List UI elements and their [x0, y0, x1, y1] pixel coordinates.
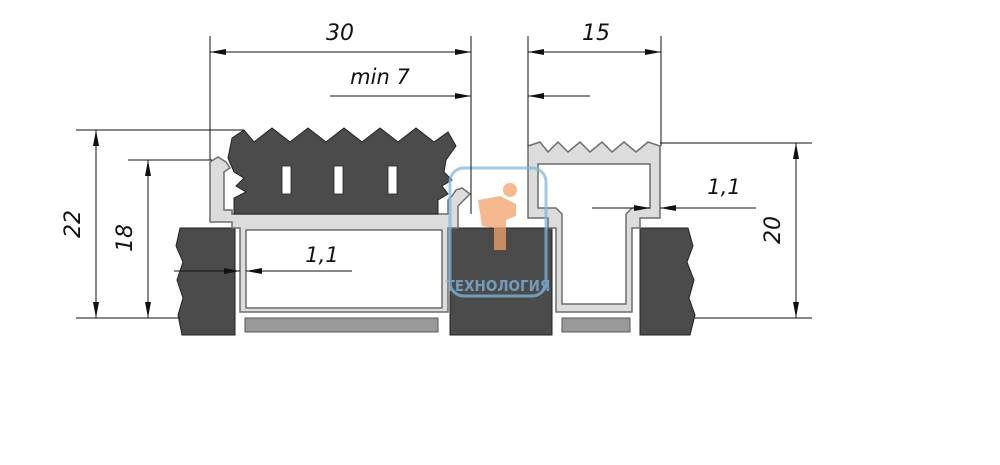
insert-slot-2	[333, 165, 344, 195]
dim-label-wall-right: 1,1	[707, 175, 740, 199]
aluminum-cavity-left	[245, 229, 443, 309]
dim-label-wall-left: 1,1	[305, 243, 338, 267]
watermark-logo: ТЕХНОЛОГИЯ	[446, 166, 551, 298]
aluminum-cavity-right	[537, 163, 651, 305]
dim-label-18: 18	[113, 224, 138, 252]
base-strip-right	[561, 317, 631, 333]
base-strip-left	[244, 317, 439, 333]
dim-label-22: 22	[61, 210, 86, 238]
dim-label-15: 15	[582, 21, 610, 46]
dim-label-30: 30	[326, 21, 354, 46]
watermark-text: ТЕХНОЛОГИЯ	[446, 277, 551, 295]
dimension-lines	[76, 36, 812, 319]
floor-block-left	[175, 227, 236, 336]
dim-label-min7: min 7	[350, 65, 410, 89]
dim-label-20: 20	[761, 216, 786, 244]
insert-slot-3	[387, 165, 398, 195]
floor-block-right	[639, 227, 696, 336]
insert-slot-1	[281, 165, 292, 195]
